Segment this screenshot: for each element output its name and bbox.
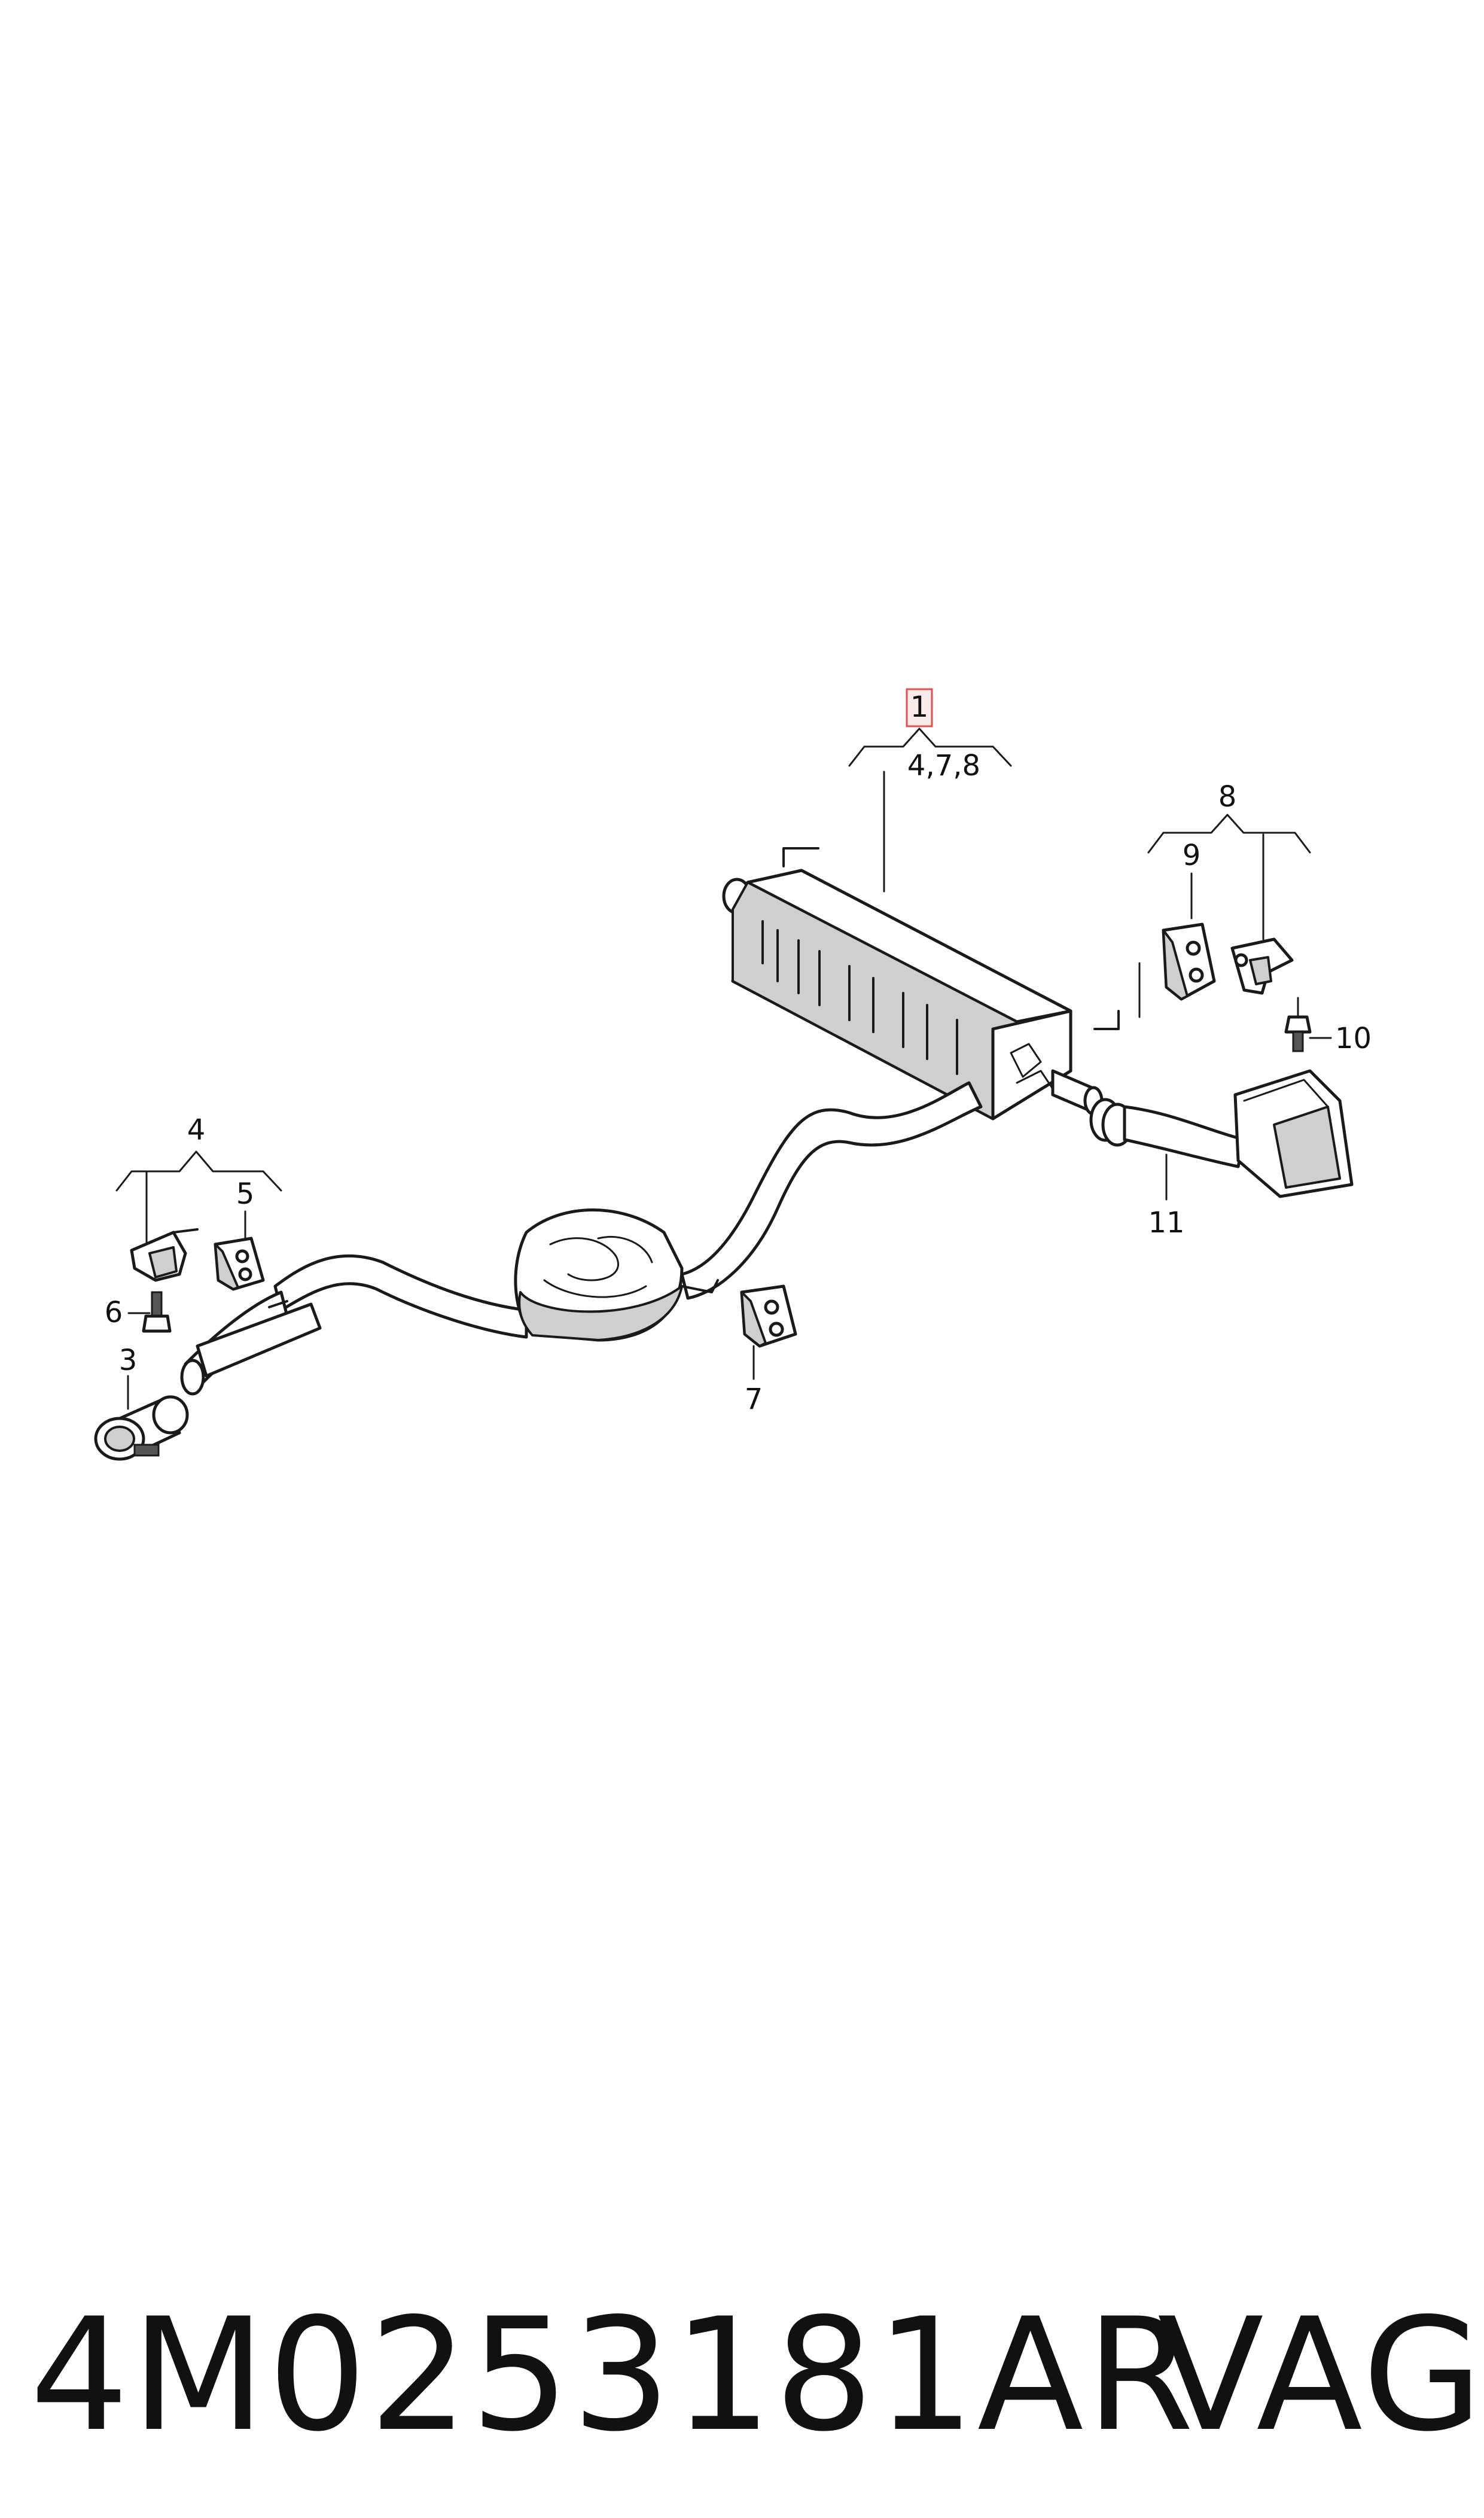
callout-8-label[interactable]: 8	[1218, 780, 1237, 814]
callout-11-label[interactable]: 11	[1148, 1206, 1184, 1240]
callout-5-label[interactable]: 5	[236, 1177, 255, 1211]
part-number: 4M0253181AR	[30, 2285, 1196, 2466]
bolt-10: 10	[1284, 997, 1372, 1055]
callout-1-label[interactable]: 1	[910, 690, 929, 724]
callout-1-sublabel: 4,7,8	[907, 749, 980, 783]
callout-1-highlight-box	[906, 688, 933, 727]
callout-4-label[interactable]: 4	[187, 1113, 206, 1147]
callout-group-4: 4 5	[115, 1113, 282, 1252]
callout-3-label[interactable]: 3	[119, 1344, 138, 1377]
callout-group-8: 8 9	[1147, 780, 1311, 940]
bolt-6: 6	[105, 1291, 172, 1333]
brand-name: VAG	[1157, 2285, 1484, 2466]
rubber-mount-7: 7	[740, 1284, 797, 1416]
exhaust-pipe	[180, 1081, 983, 1396]
callout-4-bracket	[115, 1150, 282, 1192]
callout-9-label[interactable]: 9	[1183, 839, 1201, 872]
callout-6-label[interactable]: 6	[105, 1296, 123, 1329]
callout-10-label[interactable]: 10	[1335, 1022, 1372, 1055]
rear-silencer	[722, 847, 1120, 1121]
bracket-4	[130, 1228, 199, 1282]
tailpipe-11: 11	[1089, 1069, 1354, 1240]
callout-7-label[interactable]: 7	[745, 1383, 763, 1416]
bracket-8	[1230, 937, 1294, 995]
rubber-mount-9	[1138, 922, 1216, 1018]
callout-group-1: 1 4,7,8	[848, 688, 1012, 893]
middle-silencer	[514, 1208, 684, 1342]
rubber-mount-5	[214, 1237, 265, 1291]
clamp-3: 3	[94, 1344, 189, 1461]
callout-1-bracket	[848, 727, 1012, 767]
callout-8-bracket	[1147, 814, 1311, 854]
